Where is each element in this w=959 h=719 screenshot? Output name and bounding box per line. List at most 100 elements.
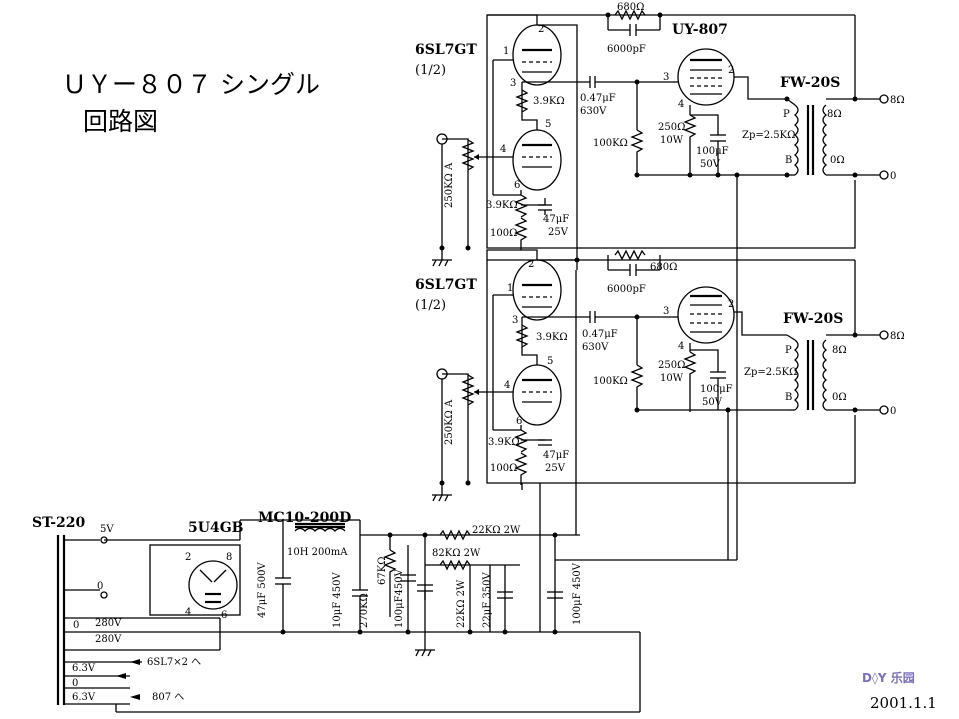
svg-text:10W: 10W xyxy=(660,135,684,146)
svg-text:2: 2 xyxy=(185,552,191,563)
svg-text:67KΩ: 67KΩ xyxy=(377,557,388,586)
title-line1: ＵＹー８０７ シングル xyxy=(62,70,320,99)
svg-text:3.9KΩ: 3.9KΩ xyxy=(486,200,518,211)
svg-text:280V: 280V xyxy=(95,634,122,645)
svg-text:630V: 630V xyxy=(580,106,607,117)
svg-text:4: 4 xyxy=(678,341,684,352)
svg-text:2: 2 xyxy=(728,299,734,310)
svg-text:0.47μF: 0.47μF xyxy=(580,93,616,104)
svg-text:270KΩ: 270KΩ xyxy=(359,593,370,628)
title-line2: 回路図 xyxy=(83,107,158,136)
svg-text:250Ω: 250Ω xyxy=(658,360,685,371)
svg-text:Zp=2.5KΩ: Zp=2.5KΩ xyxy=(744,367,797,378)
driver-tube-label-2: 6SL7GT xyxy=(415,277,477,293)
svg-text:6: 6 xyxy=(221,610,227,621)
svg-text:10W: 10W xyxy=(660,373,684,384)
svg-text:47μF: 47μF xyxy=(543,214,569,225)
svg-text:8: 8 xyxy=(226,552,232,563)
driver-half-label-2: (1/2) xyxy=(415,298,446,313)
svg-text:P: P xyxy=(785,345,792,356)
output-tube-top xyxy=(677,48,735,106)
svg-text:4: 4 xyxy=(678,99,684,110)
svg-text:680Ω: 680Ω xyxy=(650,262,677,273)
svg-text:4: 4 xyxy=(185,607,191,618)
svg-text:100μF: 100μF xyxy=(700,384,733,395)
svg-text:5: 5 xyxy=(545,119,551,130)
svg-text:25V: 25V xyxy=(548,227,569,238)
svg-text:0: 0 xyxy=(97,581,103,592)
svg-text:50V: 50V xyxy=(700,159,721,170)
svg-text:680Ω: 680Ω xyxy=(617,2,644,13)
svg-text:807 へ: 807 へ xyxy=(152,692,184,703)
svg-text:100μF 450V: 100μF 450V xyxy=(572,562,583,625)
svg-text:1: 1 xyxy=(503,46,509,57)
svg-text:82KΩ 2W: 82KΩ 2W xyxy=(432,548,481,559)
svg-text:6000pF: 6000pF xyxy=(607,284,646,295)
svg-text:47μF 500V: 47μF 500V xyxy=(257,562,268,618)
svg-text:2: 2 xyxy=(528,259,534,270)
svg-text:100Ω: 100Ω xyxy=(490,228,517,239)
svg-text:0: 0 xyxy=(73,620,79,631)
choke-spec: 10H 200mA xyxy=(287,547,348,558)
svg-text:6: 6 xyxy=(516,416,522,427)
svg-text:B: B xyxy=(785,155,792,166)
svg-text:8Ω: 8Ω xyxy=(890,331,905,342)
svg-text:630V: 630V xyxy=(582,342,609,353)
svg-text:B: B xyxy=(785,392,792,403)
choke-label: MC10-200D xyxy=(258,510,351,526)
power-xfmr-label: ST-220 xyxy=(32,515,86,531)
svg-text:280V: 280V xyxy=(95,618,122,629)
svg-text:3: 3 xyxy=(510,78,516,89)
svg-text:0: 0 xyxy=(890,406,896,417)
svg-text:0: 0 xyxy=(890,171,896,182)
output-xfmr-label-2: FW-20S xyxy=(783,311,843,327)
svg-text:10μF 450V: 10μF 450V xyxy=(332,572,343,628)
output-tube-label: UY-807 xyxy=(672,22,728,38)
svg-text:0Ω: 0Ω xyxy=(830,155,845,166)
driver-tube-label: 6SL7GT xyxy=(415,42,477,58)
svg-text:100KΩ: 100KΩ xyxy=(593,376,628,387)
svg-text:25V: 25V xyxy=(545,463,566,474)
svg-text:6SL7×2 へ: 6SL7×2 へ xyxy=(147,657,201,668)
driver-half-label: (1/2) xyxy=(415,63,446,78)
output-xfmr-label: FW-20S xyxy=(780,75,840,91)
svg-text:100μF: 100μF xyxy=(696,146,729,157)
svg-text:8Ω: 8Ω xyxy=(890,95,905,106)
svg-text:8Ω: 8Ω xyxy=(832,345,847,356)
svg-text:100KΩ: 100KΩ xyxy=(593,138,628,149)
svg-text:250KΩ A: 250KΩ A xyxy=(444,162,455,208)
svg-text:5: 5 xyxy=(547,356,553,367)
svg-text:250Ω: 250Ω xyxy=(658,122,685,133)
rect-tube xyxy=(188,560,238,610)
svg-text:6: 6 xyxy=(514,180,520,191)
svg-text:4: 4 xyxy=(504,380,510,391)
svg-text:3: 3 xyxy=(512,315,518,326)
svg-text:6.3V: 6.3V xyxy=(72,663,96,674)
svg-text:250KΩ A: 250KΩ A xyxy=(444,399,455,445)
rect-tube-label: 5U4GB xyxy=(188,520,244,536)
svg-text:0.47μF: 0.47μF xyxy=(582,329,618,340)
svg-text:1: 1 xyxy=(507,283,513,294)
date-label: 2001.1.1 xyxy=(870,694,937,712)
svg-text:0: 0 xyxy=(72,678,78,689)
svg-text:3: 3 xyxy=(663,72,669,83)
svg-text:50V: 50V xyxy=(702,397,723,408)
svg-text:22KΩ 2W: 22KΩ 2W xyxy=(472,525,521,536)
rect-box xyxy=(149,544,241,616)
channel-top: 6SL7GT (1/2) UY-807 FW-20S 2 1 3 5 4 6 3… xyxy=(415,2,905,560)
svg-text:Zp=2.5KΩ: Zp=2.5KΩ xyxy=(742,130,795,141)
svg-text:P: P xyxy=(783,109,790,120)
channel-bottom: 6SL7GT (1/2) FW-20S 2 1 3 5 4 6 3.9KΩ 0.… xyxy=(415,249,905,560)
driver-tube-1 xyxy=(512,24,562,86)
svg-text:22μF 350V: 22μF 350V xyxy=(482,572,493,628)
svg-text:2: 2 xyxy=(728,65,734,76)
svg-text:6.3V: 6.3V xyxy=(72,692,96,703)
svg-text:6000pF: 6000pF xyxy=(607,44,646,55)
svg-text:3.9KΩ: 3.9KΩ xyxy=(533,96,565,107)
svg-text:22KΩ 2W: 22KΩ 2W xyxy=(456,579,467,628)
svg-text:3.9KΩ: 3.9KΩ xyxy=(536,332,568,343)
svg-text:3.9KΩ: 3.9KΩ xyxy=(488,437,520,448)
power-supply: ST-220 5U4GB MC10-200D 10H 200mA 5V 0 0 … xyxy=(32,270,737,713)
svg-text:2: 2 xyxy=(538,24,544,35)
